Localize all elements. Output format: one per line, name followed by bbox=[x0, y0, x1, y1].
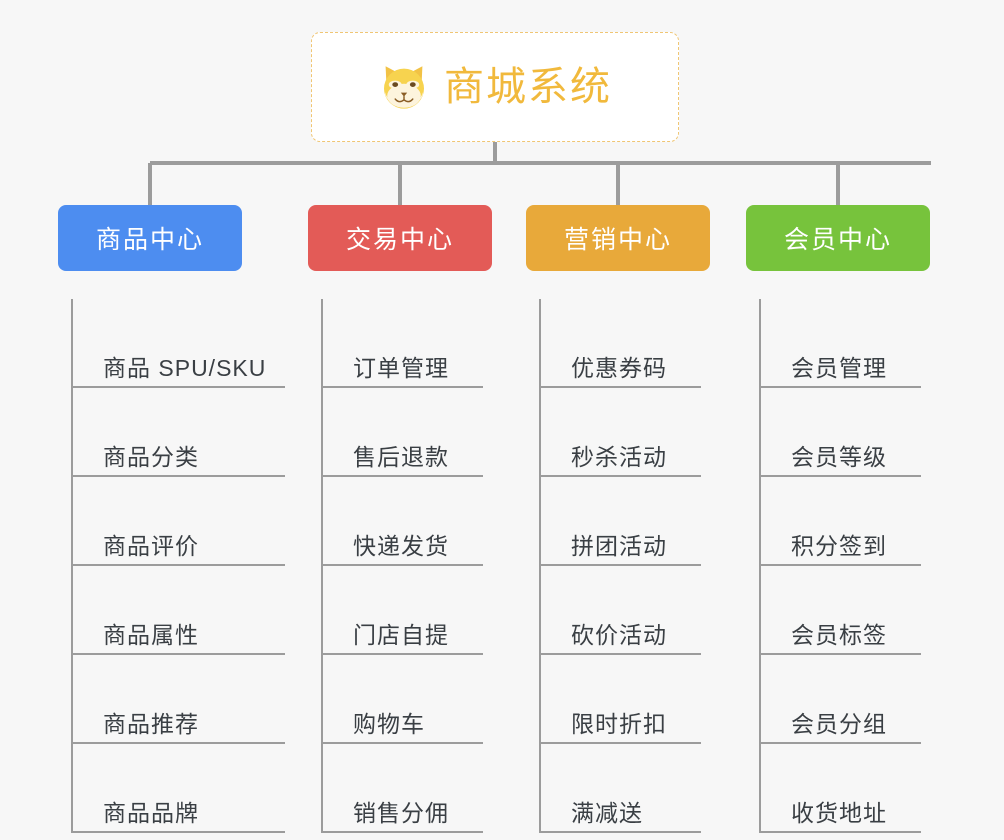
branch-column-product: 商品中心 商品 SPU/SKU 商品分类 商品评价 商品属性 商品推荐 bbox=[58, 205, 285, 833]
leaf-label: 收货地址 bbox=[791, 799, 887, 826]
leaf-label: 商品推荐 bbox=[103, 710, 199, 737]
list-item[interactable]: 商品分类 bbox=[73, 388, 285, 477]
list-item[interactable]: 会员标签 bbox=[761, 566, 930, 655]
list-item[interactable]: 商品推荐 bbox=[73, 655, 285, 744]
list-item[interactable]: 快递发货 bbox=[323, 477, 492, 566]
leaf-rule bbox=[73, 386, 285, 388]
leaf-rule bbox=[73, 564, 285, 566]
leaf-list-member: 会员管理 会员等级 积分签到 会员标签 会员分组 收货地址 bbox=[759, 299, 930, 833]
list-item[interactable]: 会员管理 bbox=[761, 299, 930, 388]
leaf-rule bbox=[73, 653, 285, 655]
root-node[interactable]: 商城系统 bbox=[311, 32, 679, 142]
leaf-rule bbox=[323, 831, 483, 833]
leaf-rule bbox=[541, 653, 701, 655]
leaf-label: 商品 SPU/SKU bbox=[103, 354, 267, 381]
leaf-label: 商品评价 bbox=[103, 532, 199, 559]
leaf-label: 快递发货 bbox=[353, 532, 449, 559]
leaf-rule bbox=[761, 386, 921, 388]
leaf-rule bbox=[541, 386, 701, 388]
leaf-rule bbox=[323, 564, 483, 566]
list-item[interactable]: 销售分佣 bbox=[323, 744, 492, 833]
list-item[interactable]: 商品 SPU/SKU bbox=[73, 299, 285, 388]
leaf-label: 会员等级 bbox=[791, 443, 887, 470]
branch-column-member: 会员中心 会员管理 会员等级 积分签到 会员标签 会员分组 bbox=[746, 205, 930, 833]
list-item[interactable]: 拼团活动 bbox=[541, 477, 710, 566]
branch-header-label: 营销中心 bbox=[563, 226, 672, 254]
leaf-label: 秒杀活动 bbox=[571, 443, 667, 470]
list-item[interactable]: 积分签到 bbox=[761, 477, 930, 566]
branch-header-member[interactable]: 会员中心 bbox=[746, 205, 930, 271]
leaf-label: 销售分佣 bbox=[353, 799, 449, 826]
branch-header-label: 会员中心 bbox=[783, 226, 892, 254]
page-title: 商城系统 bbox=[444, 65, 612, 109]
leaf-rule bbox=[761, 475, 921, 477]
leaf-rule bbox=[761, 831, 921, 833]
list-item[interactable]: 秒杀活动 bbox=[541, 388, 710, 477]
leaf-rule bbox=[541, 564, 701, 566]
leaf-label: 积分签到 bbox=[791, 532, 887, 559]
list-item[interactable]: 会员分组 bbox=[761, 655, 930, 744]
leaf-label: 限时折扣 bbox=[571, 710, 667, 737]
list-item[interactable]: 商品属性 bbox=[73, 566, 285, 655]
leaf-list-marketing: 优惠券码 秒杀活动 拼团活动 砍价活动 限时折扣 满减送 bbox=[539, 299, 710, 833]
leaf-label: 购物车 bbox=[353, 710, 425, 737]
list-item[interactable]: 购物车 bbox=[323, 655, 492, 744]
leaf-list-trade: 订单管理 售后退款 快递发货 门店自提 购物车 销售分佣 bbox=[321, 299, 492, 833]
leaf-list-product: 商品 SPU/SKU 商品分类 商品评价 商品属性 商品推荐 商品品牌 bbox=[71, 299, 285, 833]
leaf-label: 门店自提 bbox=[353, 621, 449, 648]
leaf-rule bbox=[323, 742, 483, 744]
leaf-rule bbox=[541, 742, 701, 744]
list-item[interactable]: 限时折扣 bbox=[541, 655, 710, 744]
leaf-label: 会员管理 bbox=[791, 354, 887, 381]
branch-header-label: 商品中心 bbox=[95, 226, 204, 254]
branch-header-label: 交易中心 bbox=[345, 226, 454, 254]
list-item[interactable]: 售后退款 bbox=[323, 388, 492, 477]
branch-column-marketing: 营销中心 优惠券码 秒杀活动 拼团活动 砍价活动 限时折扣 bbox=[526, 205, 710, 833]
leaf-rule bbox=[323, 653, 483, 655]
branch-column-trade: 交易中心 订单管理 售后退款 快递发货 门店自提 购物车 bbox=[308, 205, 492, 833]
leaf-rule bbox=[541, 831, 701, 833]
leaf-rule bbox=[761, 564, 921, 566]
leaf-label: 优惠券码 bbox=[571, 354, 667, 381]
list-item[interactable]: 商品品牌 bbox=[73, 744, 285, 833]
leaf-rule bbox=[323, 475, 483, 477]
leaf-rule bbox=[323, 386, 483, 388]
list-item[interactable]: 订单管理 bbox=[323, 299, 492, 388]
leaf-rule bbox=[73, 475, 285, 477]
leaf-label: 会员标签 bbox=[791, 621, 887, 648]
leaf-rule bbox=[541, 475, 701, 477]
leaf-label: 满减送 bbox=[571, 799, 643, 826]
leaf-label: 会员分组 bbox=[791, 710, 887, 737]
leaf-rule bbox=[761, 742, 921, 744]
branch-header-marketing[interactable]: 营销中心 bbox=[526, 205, 710, 271]
shiba-inu-dog-icon bbox=[384, 66, 424, 109]
leaf-label: 拼团活动 bbox=[571, 532, 667, 559]
leaf-label: 商品属性 bbox=[103, 621, 199, 648]
leaf-rule bbox=[73, 742, 285, 744]
list-item[interactable]: 商品评价 bbox=[73, 477, 285, 566]
leaf-label: 订单管理 bbox=[353, 354, 449, 381]
leaf-label: 售后退款 bbox=[353, 443, 449, 470]
leaf-label: 商品分类 bbox=[103, 443, 199, 470]
list-item[interactable]: 优惠券码 bbox=[541, 299, 710, 388]
list-item[interactable]: 会员等级 bbox=[761, 388, 930, 477]
list-item[interactable]: 满减送 bbox=[541, 744, 710, 833]
list-item[interactable]: 砍价活动 bbox=[541, 566, 710, 655]
leaf-rule bbox=[73, 831, 285, 833]
leaf-label: 砍价活动 bbox=[571, 621, 667, 648]
list-item[interactable]: 门店自提 bbox=[323, 566, 492, 655]
leaf-label: 商品品牌 bbox=[103, 799, 199, 826]
list-item[interactable]: 收货地址 bbox=[761, 744, 930, 833]
branch-header-product[interactable]: 商品中心 bbox=[58, 205, 242, 271]
branch-header-trade[interactable]: 交易中心 bbox=[308, 205, 492, 271]
leaf-rule bbox=[761, 653, 921, 655]
